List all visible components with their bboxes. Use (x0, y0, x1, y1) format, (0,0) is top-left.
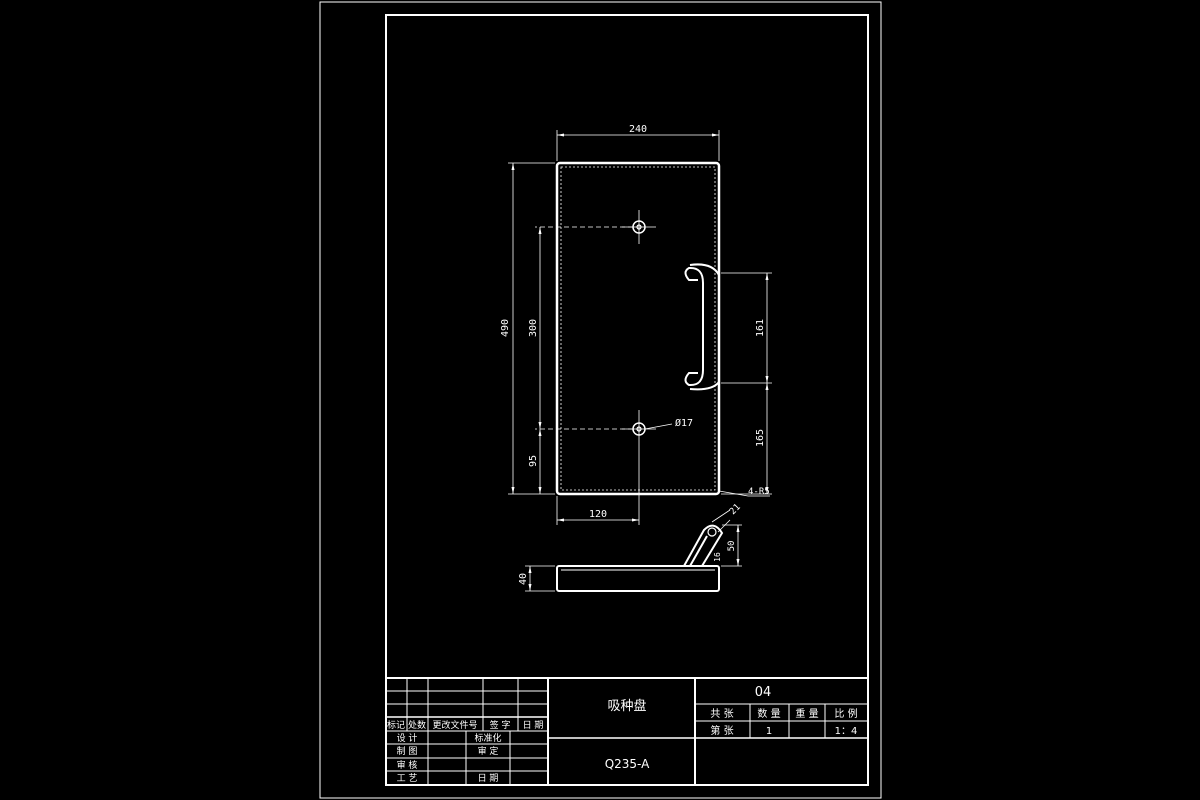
plate-outline (555, 161, 721, 496)
side-view (525, 509, 742, 592)
rev-header-count: 处数 (408, 719, 426, 731)
outer-frame (319, 1, 882, 799)
material: Q235-A (605, 757, 650, 771)
dimension-labels: 240 490 300 95 161 165 120 Ø17 4-R5 40 2… (500, 124, 770, 585)
handle-side (683, 524, 724, 567)
title-block-labels: 吸种盘 Q235-A 04 共 张 数 量 重 量 比 例 第 张 1 1：4 … (387, 685, 858, 784)
dim-handle-offset: 165 (755, 429, 766, 447)
role-check: 审 核 (397, 759, 418, 771)
dim-side-thick: 40 (518, 573, 529, 585)
plate-inner-line (560, 166, 716, 491)
dim-handle-width: 21 (728, 502, 743, 517)
dim-height: 490 (500, 319, 511, 337)
handle-front (684, 263, 720, 391)
dim-width: 240 (629, 124, 647, 135)
rev-header-date: 日 期 (523, 720, 544, 731)
weight-label: 重 量 (795, 707, 818, 720)
role-drafting: 制 图 (397, 745, 418, 757)
role-process: 工 艺 (397, 773, 418, 784)
sheet-no-label: 第 张 (710, 724, 733, 737)
dim-handle-base: 16 (713, 552, 722, 562)
rev-header-sign: 签 字 (490, 719, 511, 731)
dim-bottom-offset: 95 (528, 455, 539, 467)
date-label: 日 期 (478, 773, 499, 784)
dimensions (508, 130, 772, 525)
part-name: 吸种盘 (607, 698, 646, 714)
side-plate (556, 565, 720, 592)
front-view (555, 161, 721, 496)
total-sheets-label: 共 张 (710, 708, 733, 720)
review-label: 审 定 (478, 745, 499, 757)
dim-handle-height: 50 (727, 541, 737, 552)
quantity-label: 数 量 (757, 707, 780, 720)
inner-frame (385, 14, 869, 786)
rev-header-mark: 标记 (387, 719, 405, 731)
dim-hole-x: 120 (589, 509, 607, 520)
title-block (386, 677, 868, 785)
sheet-frames (319, 1, 882, 799)
dim-corner: 4-R5 (748, 487, 770, 497)
dim-hole-dia: Ø17 (675, 417, 693, 429)
standardization-label: 标准化 (474, 732, 501, 744)
dim-handle-length: 161 (755, 319, 766, 337)
role-design: 设 计 (397, 732, 418, 744)
scale-label: 比 例 (834, 707, 857, 720)
scale-value: 1：4 (835, 726, 858, 737)
rev-header-docno: 更改文件号 (432, 719, 477, 731)
drawing-number: 04 (755, 685, 772, 700)
dim-hole-spacing: 300 (528, 319, 539, 337)
quantity-value: 1 (766, 726, 772, 737)
